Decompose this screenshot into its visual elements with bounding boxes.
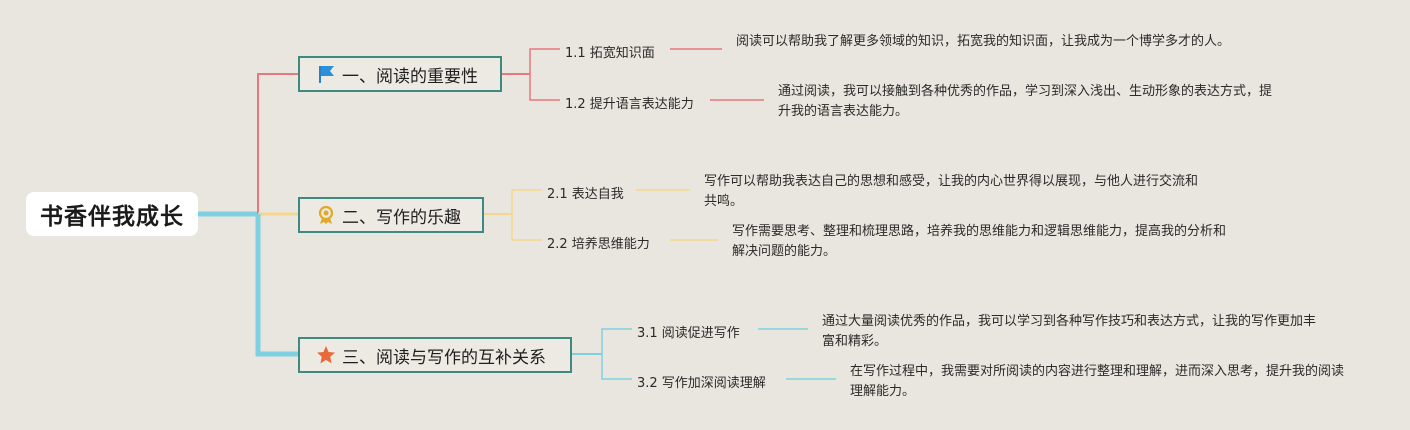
- topic-2-2[interactable]: 2.2 培养思维能力: [547, 237, 650, 252]
- branch-3-to-topic-1: [601, 328, 632, 354]
- branch-label: 一、阅读的重要性: [342, 66, 478, 87]
- detail-3-2: 在写作过程中，我需要对所阅读的内容进行整理和理解，进而深入思考，提升我的阅读理解…: [850, 364, 1345, 399]
- branch-1-to-topic-2: [529, 74, 560, 101]
- topic-3-1[interactable]: 3.1 阅读促进写作: [637, 326, 740, 341]
- branch-3-to-topic-2: [601, 354, 632, 380]
- branch-label: 三、阅读与写作的互补关系: [342, 347, 546, 368]
- detail-1-1: 阅读可以帮助我了解更多领域的知识，拓宽我的知识面，让我成为一个博学多才的人。: [736, 34, 1231, 49]
- root-node[interactable]: 书香伴我成长: [26, 192, 198, 236]
- root-to-branch-3: [255, 214, 298, 357]
- root-to-branch-1: [257, 73, 298, 214]
- branch-node-reading-importance[interactable]: 一、阅读的重要性: [298, 56, 502, 92]
- detail-1-2: 通过阅读，我可以接触到各种优秀的作品，学习到深入浅出、生动形象的表达方式，提升我…: [778, 84, 1273, 119]
- topic-1-2[interactable]: 1.2 提升语言表达能力: [565, 97, 694, 112]
- detail-2-1: 写作可以帮助我表达自己的思想和感受，让我的内心世界得以展现，与他人进行交流和共鸣…: [704, 174, 1199, 209]
- branch-1-to-topic-1: [529, 48, 560, 74]
- branch-2-to-topic-1: [511, 189, 542, 214]
- detail-3-1: 通过大量阅读优秀的作品，我可以学习到各种写作技巧和表达方式，让我的写作更加丰富和…: [822, 314, 1317, 349]
- flag-icon: [316, 64, 336, 84]
- topic-1-1[interactable]: 1.1 拓宽知识面: [565, 46, 655, 61]
- topic-2-1[interactable]: 2.1 表达自我: [547, 187, 624, 202]
- star-icon: [316, 345, 336, 365]
- branch-label: 二、写作的乐趣: [342, 207, 461, 228]
- branch-node-writing-joy[interactable]: 二、写作的乐趣: [298, 197, 484, 233]
- branch-node-reading-writing-complement[interactable]: 三、阅读与写作的互补关系: [298, 337, 572, 373]
- root-label: 书香伴我成长: [40, 204, 184, 230]
- branch-2-to-topic-2: [511, 214, 542, 241]
- topic-3-2[interactable]: 3.2 写作加深阅读理解: [637, 376, 766, 391]
- award-ribbon-icon: [316, 205, 336, 225]
- detail-2-2: 写作需要思考、整理和梳理思路，培养我的思维能力和逻辑思维能力，提高我的分析和解决…: [732, 224, 1227, 259]
